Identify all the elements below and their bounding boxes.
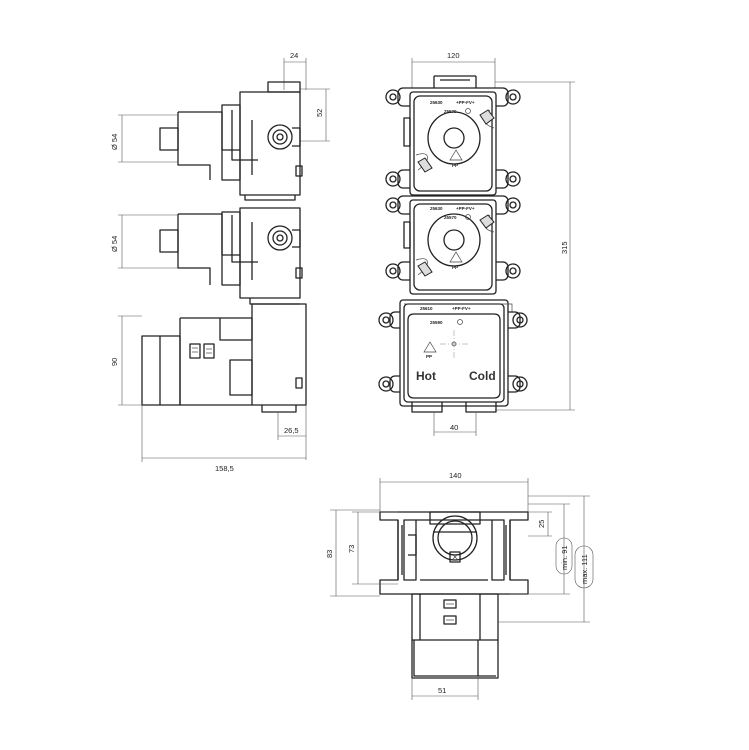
valve-module-3: 25610 +PP-FV+ 25590 PP Hot Cold (378, 299, 528, 413)
dim-24: 24 (290, 51, 298, 60)
dim-73: 73 (347, 545, 356, 553)
module-2-recycle-label: PP (452, 265, 458, 270)
module-1-mark: +PP-FV+ (456, 100, 475, 105)
dim-diameter-54-lower: Ø 54 (110, 236, 119, 252)
label-hot: Hot (416, 369, 436, 383)
dim-140: 140 (449, 471, 462, 480)
module-1-code: 25630 (430, 100, 443, 105)
valve-module-1: 25630 +PP-FV+ 25570 PP (385, 87, 521, 196)
dim-max-111: max. 111 (580, 554, 589, 584)
dim-120: 120 (447, 51, 460, 60)
module-3-code: 25610 (420, 306, 433, 311)
front-view: 120 315 2 (378, 51, 575, 436)
dim-26-5: 26,5 (284, 426, 299, 435)
side-view: 24 52 Ø 54 (110, 51, 330, 473)
module-2-code: 25630 (430, 206, 443, 211)
dim-diameter-54-upper: Ø 54 (110, 134, 119, 150)
dim-315: 315 (560, 241, 569, 254)
bottom-view: 140 83 73 (325, 471, 594, 700)
dim-40: 40 (450, 423, 458, 432)
module-1-recycle-label: PP (452, 163, 458, 168)
label-cold: Cold (469, 369, 496, 383)
module-2-code2: 25570 (444, 215, 457, 220)
dim-52: 52 (315, 109, 324, 117)
module-2-mark: +PP-FV+ (456, 206, 475, 211)
module-1-code2: 25570 (444, 109, 457, 114)
module-3-code2: 25590 (430, 320, 443, 325)
module-3-mark: +PP-FV+ (452, 306, 471, 311)
dim-51: 51 (438, 686, 446, 695)
dim-min-91: min. 91 (560, 545, 569, 570)
dim-83: 83 (325, 550, 334, 558)
dim-25: 25 (537, 520, 546, 528)
valve-module-2: 25630 +PP-FV+ 25570 PP (385, 195, 521, 295)
dim-158-5: 158,5 (215, 464, 234, 473)
dim-90: 90 (110, 358, 119, 366)
module-3-recycle-label: PP (426, 354, 432, 359)
